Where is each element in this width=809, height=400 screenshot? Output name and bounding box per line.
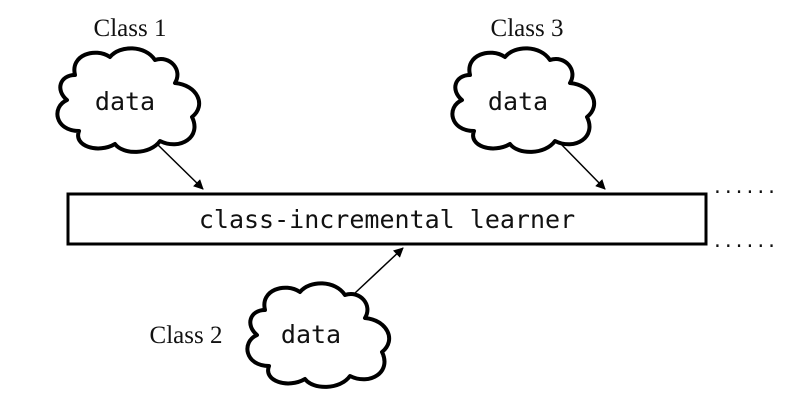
class-3-group: Class 3 data	[450, 15, 606, 190]
class-3-data: data	[488, 87, 548, 116]
continuation-dots-bottom: ......	[712, 231, 777, 252]
class-1-group: Class 1 data	[55, 15, 204, 190]
arrow-class-3	[559, 142, 606, 190]
learner-label: class-incremental learner	[199, 205, 575, 234]
arrow-class-2	[354, 247, 404, 294]
class-1-data: data	[95, 87, 155, 116]
class-2-group: Class 2 data	[150, 247, 404, 389]
arrow-class-1	[155, 142, 204, 190]
class-2-label: Class 2	[150, 322, 223, 349]
learner-box	[66, 192, 708, 246]
class-2-data: data	[281, 320, 341, 349]
class-3-label: Class 3	[491, 15, 564, 42]
continuation-dots-top: ......	[712, 177, 777, 198]
class-1-label: Class 1	[94, 15, 167, 42]
